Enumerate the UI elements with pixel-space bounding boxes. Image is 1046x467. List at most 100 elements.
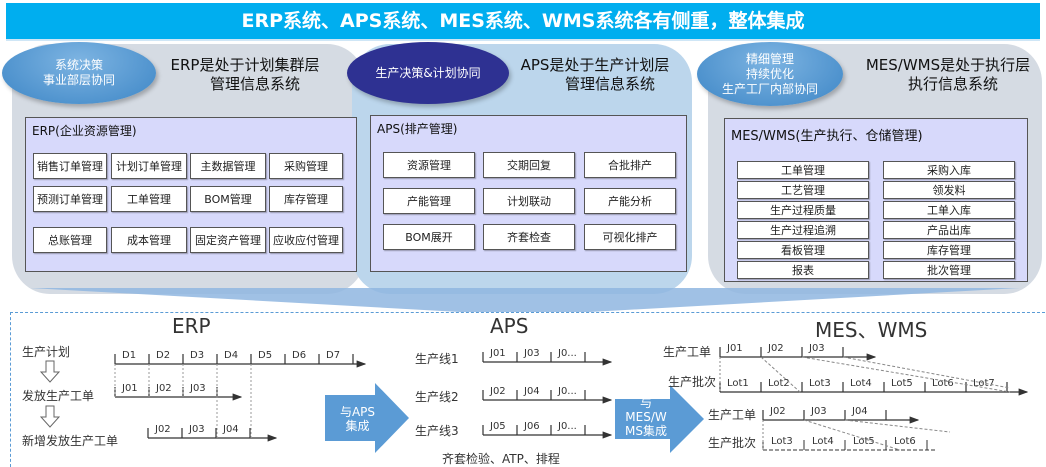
arrow-line: 集成 — [345, 419, 370, 433]
erp-order1-label: J02 — [155, 383, 172, 394]
module-box: 工单管理 — [737, 161, 869, 179]
arrow-line: MES/W — [625, 410, 667, 424]
module-box: 生产过程追溯 — [737, 221, 869, 239]
aps-line1-label: J0... — [557, 348, 577, 359]
mes-module-box-title: MES/WMS(生产执行、仓储管理) — [731, 129, 923, 144]
mes-panel-title: MES/WMS是处于执行层 执行信息系统 — [853, 56, 1043, 94]
mes-mapping-line — [801, 356, 1011, 393]
oval-line: 事业部层协同 — [42, 73, 115, 87]
aps-panel-title: APS是处于生产计划层 管理信息系统 — [505, 56, 685, 94]
module-box: 计划联动 — [483, 188, 575, 214]
erp-module-box: ERP(企业资源管理) 销售订单管理计划订单管理主数据管理采购管理预测订单管理工… — [25, 117, 357, 272]
module-box: BOM展开 — [383, 224, 475, 250]
mes-g1-order-label: J02 — [767, 343, 784, 354]
arrow-line: MS集成 — [625, 424, 667, 438]
erp-day-label: D6 — [292, 350, 306, 361]
mes-mapping-line — [844, 419, 951, 433]
title-line: ERP是处于计划集群层 — [170, 56, 320, 74]
erp-module-box-title: ERP(企业资源管理) — [32, 124, 137, 138]
module-box: 交期回复 — [483, 152, 575, 178]
mes-integration-label: 与 MES/W MS集成 — [617, 396, 675, 438]
mes-g2-lot-label: 生产批次 — [708, 436, 757, 450]
mes-g1-lot-label: Lot5 — [891, 378, 913, 389]
mes-scope-oval: 精细管理持续优化生产工厂内部协同 — [697, 42, 843, 106]
module-box: 固定资产管理 — [190, 227, 266, 253]
title-line: 管理信息系统 — [209, 75, 300, 93]
integration-funnel — [30, 288, 1020, 312]
title-line: APS是处于生产计划层 — [520, 56, 670, 74]
aps-line2-label: J0... — [557, 386, 577, 397]
mes-g2-lot-label: Lot4 — [812, 436, 834, 447]
mes-mapping-line — [760, 356, 801, 393]
mes-g1-order-label: J03 — [808, 343, 825, 354]
mes-g1-lot-label: Lot4 — [850, 378, 872, 389]
title-line: 管理信息系统 — [564, 75, 655, 93]
module-box: 库存管理 — [269, 186, 343, 212]
erp-step-new-release: 新增发放生产工单 — [22, 434, 119, 448]
aps-line3-label: J05 — [489, 421, 506, 432]
module-box: 库存管理 — [883, 241, 1015, 259]
mes-g2-order-label: J02 — [769, 406, 786, 417]
module-box: BOM管理 — [190, 186, 266, 212]
mes-g2-order-label: 生产工单 — [708, 408, 757, 422]
title-line: MES/WMS是处于执行层 — [865, 56, 1031, 74]
aps-line3-label: J06 — [523, 421, 540, 432]
aps-line2-label: J02 — [489, 386, 506, 397]
mes-g1-order-label: J01 — [726, 343, 743, 354]
erp-panel-title: ERP是处于计划集群层 管理信息系统 — [150, 56, 340, 94]
erp-step-plan: 生产计划 — [22, 345, 71, 359]
module-box: 领发料 — [883, 181, 1015, 199]
mes-g2-lot-label: Lot3 — [771, 436, 793, 447]
erp-step-release: 发放生产工单 — [22, 389, 95, 403]
module-box: 产能管理 — [383, 188, 475, 214]
module-box: 合批排产 — [584, 152, 676, 178]
banner-title: ERP系统、APS系统、MES系统、WMS系统各有侧重，整体集成 — [6, 3, 1040, 41]
module-box: 批次管理 — [883, 261, 1015, 279]
module-box: 工单管理 — [111, 186, 187, 212]
mes-g1-lot-label: 生产批次 — [668, 375, 717, 389]
module-box: 工单入库 — [883, 201, 1015, 219]
erp-order2-label: J02 — [154, 424, 171, 435]
aps-footer-note: 齐套检验、ATP、排程 — [442, 452, 560, 466]
flow-region — [10, 312, 1045, 467]
mes-mapping-line — [842, 356, 1011, 389]
module-box: 产能分析 — [584, 188, 676, 214]
aps-scope-oval: 生产决策&计划协同 — [347, 42, 509, 104]
oval-line: 生产工厂内部协同 — [721, 81, 818, 96]
erp-day-label: D1 — [122, 350, 136, 361]
module-box: 总账管理 — [33, 227, 107, 253]
aps-line-1-label: 生产线1 — [415, 352, 459, 366]
module-box: 产品出库 — [883, 221, 1015, 239]
mes-flow-title: MES、WMS — [815, 318, 928, 342]
erp-order2-label: J04 — [222, 424, 239, 435]
aps-integration-arrow-icon — [325, 383, 409, 453]
mes-module-box: MES/WMS(生产执行、仓储管理) 工单管理工艺管理生产过程质量生产过程追溯看… — [724, 118, 1028, 282]
mes-g2-order-label: J04 — [851, 406, 868, 417]
arrow-line: 与 — [639, 396, 652, 410]
module-box: 采购入库 — [883, 161, 1015, 179]
title-line: 执行信息系统 — [907, 75, 998, 93]
erp-flow-title: ERP — [172, 314, 211, 338]
mes-integration-arrow-icon — [615, 385, 704, 453]
down-arrow-icon — [40, 360, 60, 383]
erp-day-label: D7 — [326, 350, 340, 361]
mes-g1-lot-label: Lot1 — [727, 378, 749, 389]
module-box: 报表 — [737, 261, 869, 279]
aps-line1-label: J01 — [489, 348, 506, 359]
mes-g1-order-label: 生产工单 — [663, 345, 712, 359]
oval-line: 生产决策&计划协同 — [375, 65, 481, 80]
mes-mapping-line — [803, 419, 901, 451]
module-box: 工艺管理 — [737, 181, 869, 199]
module-box: 应收应付管理 — [269, 227, 343, 253]
mes-g1-lot-label: Lot6 — [932, 378, 954, 389]
erp-day-label: D3 — [190, 350, 204, 361]
mes-g2-lot-label: Lot6 — [894, 436, 916, 447]
aps-integration-label: 与APS 集成 — [330, 405, 385, 433]
mes-g2-lot-label: Lot5 — [853, 436, 875, 447]
erp-order1-label: J01 — [121, 383, 138, 394]
module-box: 计划订单管理 — [111, 153, 187, 179]
module-box: 齐套检查 — [483, 224, 575, 250]
aps-line2-label: J04 — [523, 386, 540, 397]
module-box: 资源管理 — [383, 152, 475, 178]
